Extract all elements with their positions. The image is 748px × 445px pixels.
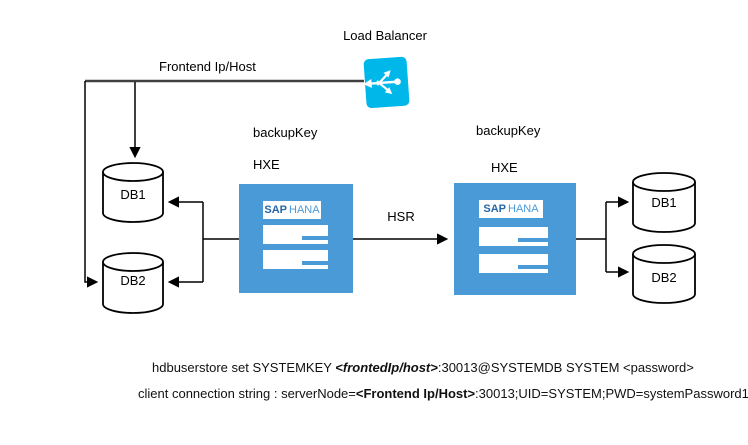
server-bar <box>263 250 328 269</box>
right-db1-label: DB1 <box>651 195 677 210</box>
load-balancer-icon <box>363 56 410 109</box>
left-db1-label: DB1 <box>120 187 146 202</box>
frontend-placeholder: <frontedIp/host> <box>335 360 438 375</box>
command-prefix: hdbuserstore set SYSTEMKEY <box>152 360 336 375</box>
command-suffix: :30013@SYSTEMDB SYSTEM <password> <box>437 360 694 375</box>
hana-logo-text: HANA <box>289 204 320 216</box>
server-bar <box>263 225 328 244</box>
left-node-db-trunk <box>202 202 239 282</box>
right-db2-cylinder <box>632 244 696 304</box>
left-hxe-label: HXE <box>253 157 280 172</box>
hsr-label: HSR <box>387 209 415 224</box>
hdbuserstore-command: hdbuserstore set SYSTEMKEY <frontedIp/ho… <box>152 360 694 375</box>
right-db1-cylinder <box>632 172 696 233</box>
right-hxe-label: HXE <box>491 160 518 175</box>
left-db2-label: DB2 <box>120 273 146 288</box>
command-prefix: client connection string : serverNode= <box>138 386 356 401</box>
command-suffix: :30013;UID=SYSTEM;PWD=systemPassword1 <box>475 386 748 401</box>
left-backupkey-label: backupKey <box>253 125 318 140</box>
right-backupkey-label: backupKey <box>476 123 541 138</box>
right-node-db-trunk <box>576 202 607 272</box>
client-connection-string: client connection string : serverNode=<F… <box>138 386 748 401</box>
frontend-ip-host-label: Frontend Ip/Host <box>159 59 256 74</box>
right-db2-label: DB2 <box>651 270 677 285</box>
sap-logo-text: SAP <box>264 204 288 216</box>
hana-logo-text: HANA <box>508 203 539 215</box>
server-bar <box>479 227 548 246</box>
frontend-to-db2-arrow <box>84 81 99 288</box>
frontend-placeholder: <Frontend Ip/Host> <box>355 386 476 401</box>
load-balancer-label: Load Balancer <box>343 28 427 43</box>
server-bar <box>479 254 548 273</box>
left-db1-cylinder <box>102 162 164 223</box>
sap-logo-text: SAP <box>483 203 507 215</box>
left-db2-cylinder <box>102 252 164 314</box>
